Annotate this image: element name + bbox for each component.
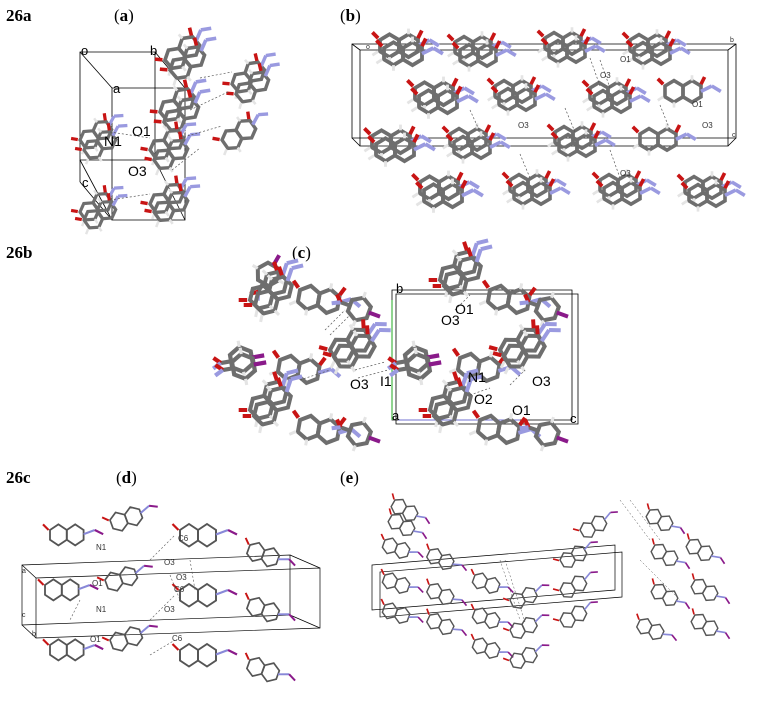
atom-label-o3: O3	[176, 573, 187, 582]
panel-e	[371, 492, 735, 675]
unit-cell-d	[21, 554, 321, 639]
atom-label-o1: O1	[512, 402, 531, 418]
atom-label-n1: N1	[96, 605, 107, 614]
atom-label-o3: O3	[600, 71, 611, 80]
atom-label-n1: N1	[96, 543, 107, 552]
panel-label-b: (b)	[340, 6, 361, 25]
axis-label-b2: b	[730, 37, 734, 44]
atom-label-o3: O3	[164, 605, 175, 614]
atom-label-o1: O1	[90, 635, 101, 644]
panel-label-c: (c)	[292, 243, 311, 262]
axis-label-o: o	[81, 43, 88, 58]
panel-b: b o c O1 O3 O3 O3 O1 O3	[351, 25, 747, 215]
axis-label-b4: b	[32, 631, 36, 638]
panel-label-d: (d)	[116, 468, 137, 487]
atom-label-o3: O3	[532, 373, 551, 389]
atom-label-c6: C6	[172, 634, 183, 643]
atom-label-c6: C6	[174, 585, 185, 594]
panel-label-a: (a)	[114, 6, 134, 25]
atom-label-o1: O1	[455, 301, 474, 317]
row-tag-26b: 26b	[6, 243, 33, 262]
axis-label-c: c	[82, 175, 89, 190]
axis-label-c4: c	[22, 612, 26, 619]
atom-label-o2: O2	[474, 391, 493, 407]
row-tag-26c: 26c	[6, 468, 31, 487]
atom-label-c6: C6	[178, 534, 189, 543]
atom-label-o3: O3	[164, 558, 175, 567]
atom-label-o1: O1	[92, 579, 103, 588]
axis-label-b: b	[150, 43, 157, 58]
atom-label-i1: I1	[380, 373, 392, 389]
panel-a: o b a c N1 O1 O3	[67, 14, 292, 241]
panel-c: b a c O3 O1 O3 I1 N1 O3 O2 O1	[209, 228, 579, 461]
atom-label-o3: O3	[350, 376, 369, 392]
axis-label-a: a	[113, 81, 121, 96]
axis-label-c3: c	[570, 411, 577, 426]
panel-label-e: (e)	[340, 468, 359, 487]
axis-label-a3: a	[392, 408, 400, 423]
axis-label-c2: c	[732, 132, 736, 139]
unit-cell-e	[371, 544, 623, 618]
axis-label-b3: b	[396, 281, 403, 296]
axis-label-a4: a	[22, 568, 26, 575]
atom-label-o3: O3	[128, 163, 147, 179]
atom-label-n1: N1	[104, 133, 122, 149]
axis-label-o2: o	[366, 44, 370, 51]
atom-label-o3: O3	[518, 121, 529, 130]
atom-label-o1: O1	[620, 55, 631, 64]
atom-label-o3: O3	[702, 121, 713, 130]
atom-label-n1: N1	[468, 369, 486, 385]
atom-label-o3: O3	[620, 169, 631, 178]
atom-label-o1: O1	[132, 123, 151, 139]
panel-d: a c b N1 C6 O1 O3 O3 C6 N1 O3 O1 C6	[21, 497, 321, 692]
atom-label-o1: O1	[692, 100, 703, 109]
atom-label-o3: O3	[441, 312, 460, 328]
row-tag-26a: 26a	[6, 6, 32, 25]
